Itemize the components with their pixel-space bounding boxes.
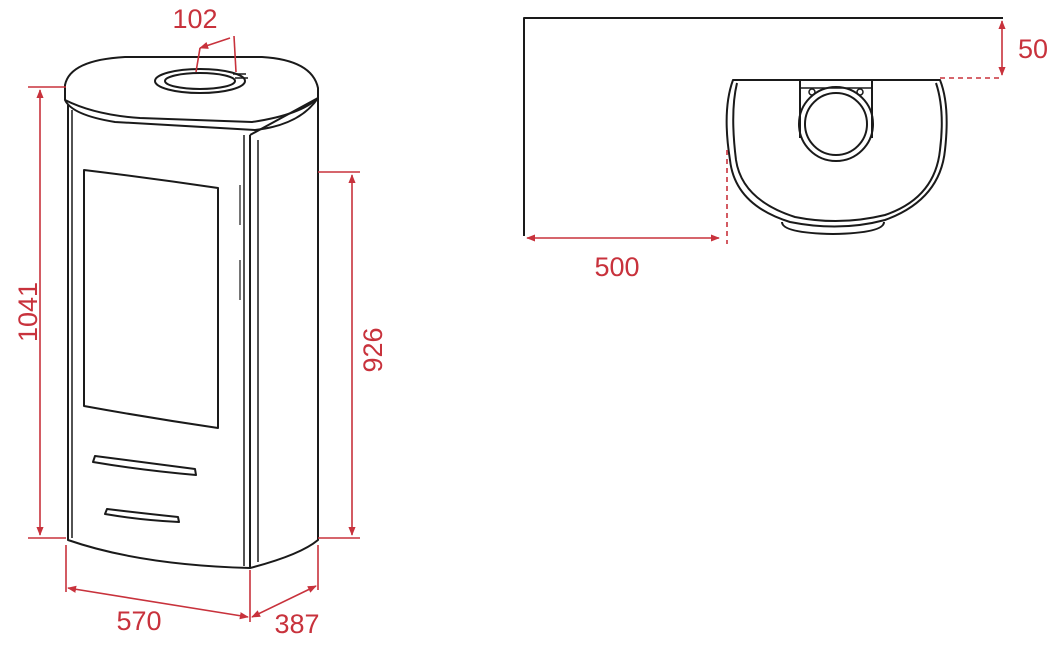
- label-body-height: 926: [358, 327, 388, 372]
- stove-right-panel: [249, 97, 319, 569]
- label-flue-diameter: 102: [172, 4, 217, 34]
- dim-line-width: [67, 585, 249, 620]
- stove-plan-outline: [725, 79, 948, 228]
- flue-plan-outer: [798, 86, 874, 162]
- dim-line-flue: [199, 37, 231, 49]
- label-rear-clearance: 50: [1018, 34, 1048, 64]
- glass-window: [83, 169, 219, 429]
- flue-plan-inner: [804, 92, 868, 156]
- wall-outline: [523, 17, 1003, 236]
- stove-top-cap: [64, 56, 319, 131]
- upper-handle: [92, 455, 197, 476]
- label-total-height: 1041: [13, 282, 43, 342]
- flue-collar-inner: [164, 72, 236, 90]
- stove-plan-inner-edge: [732, 82, 943, 223]
- stove-top-view: [523, 17, 1003, 236]
- stove-front-view: [64, 56, 319, 569]
- stove-plan-base: [781, 221, 885, 235]
- label-side-clearance: 500: [594, 252, 639, 282]
- stove-left-panel: [67, 105, 251, 569]
- dimension-lines: [28, 20, 1006, 622]
- lower-handle: [104, 508, 180, 523]
- flue-collar: [154, 68, 246, 94]
- label-depth: 387: [274, 609, 319, 639]
- stove-top-cap-rim: [64, 97, 319, 123]
- dim-line-depth: [251, 585, 317, 618]
- label-width: 570: [116, 606, 161, 636]
